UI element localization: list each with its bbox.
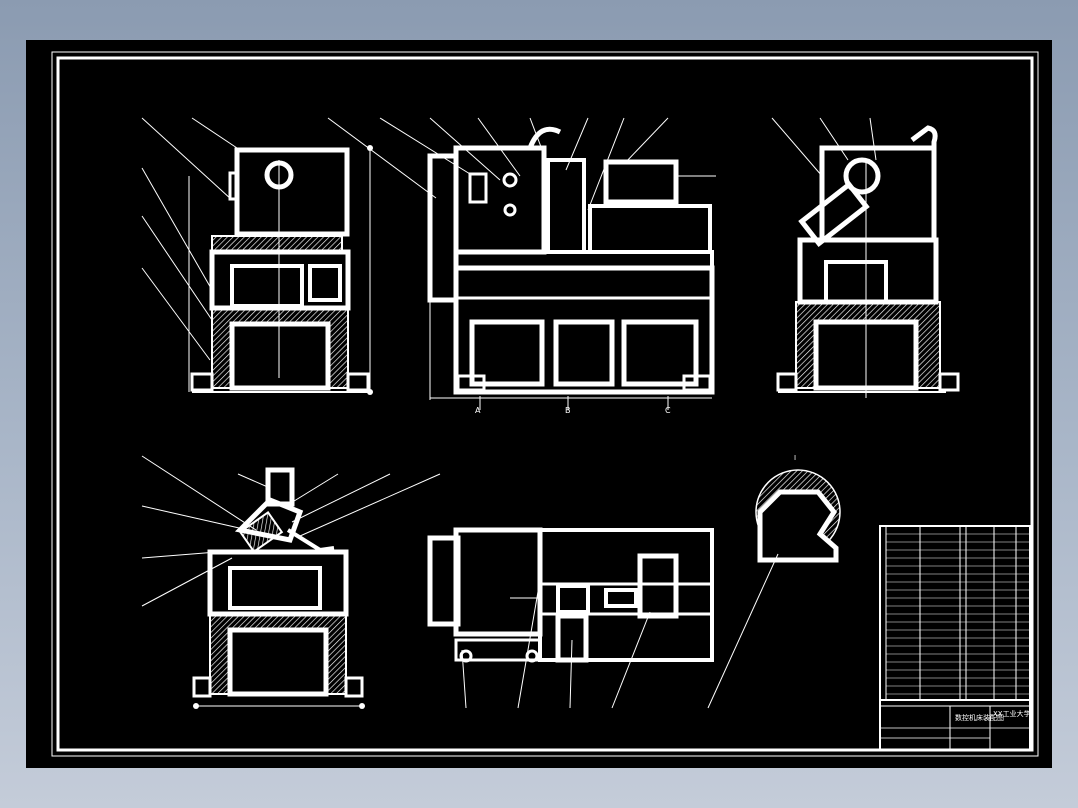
section-label-a: A (475, 406, 481, 415)
bed-plan (538, 528, 714, 662)
section-label-c: C (665, 406, 671, 415)
turret (238, 511, 284, 553)
cabinet-left (427, 153, 459, 303)
drawing-sheet: A B C (26, 40, 1052, 768)
cad-drawing: A B C (51, 51, 1039, 757)
tailstock (603, 159, 679, 205)
detail-label: I (794, 454, 796, 462)
spindle-circle (843, 157, 881, 195)
bed-frame (453, 265, 715, 395)
tool-post (798, 180, 870, 248)
side-elevation-view: A B C (379, 117, 716, 415)
plan-view (427, 527, 714, 709)
front-elevation-view (141, 117, 437, 395)
section-label-b: B (565, 406, 571, 415)
carriage (588, 204, 712, 254)
motor-housing (234, 147, 350, 237)
drawing-title: 数控机床装配图 (955, 713, 1004, 722)
outer-border (51, 51, 1039, 757)
foot-right (346, 372, 370, 392)
end-elevation-view (771, 117, 960, 398)
chuck (546, 158, 586, 254)
detail-view: I (707, 454, 841, 709)
foot-left (190, 372, 214, 392)
inner-border (56, 56, 1034, 752)
title-block: 数控机床装配图 XX工业大学 (879, 525, 1031, 751)
school-name: XX工业大学 (993, 709, 1031, 718)
section-view (141, 455, 441, 709)
